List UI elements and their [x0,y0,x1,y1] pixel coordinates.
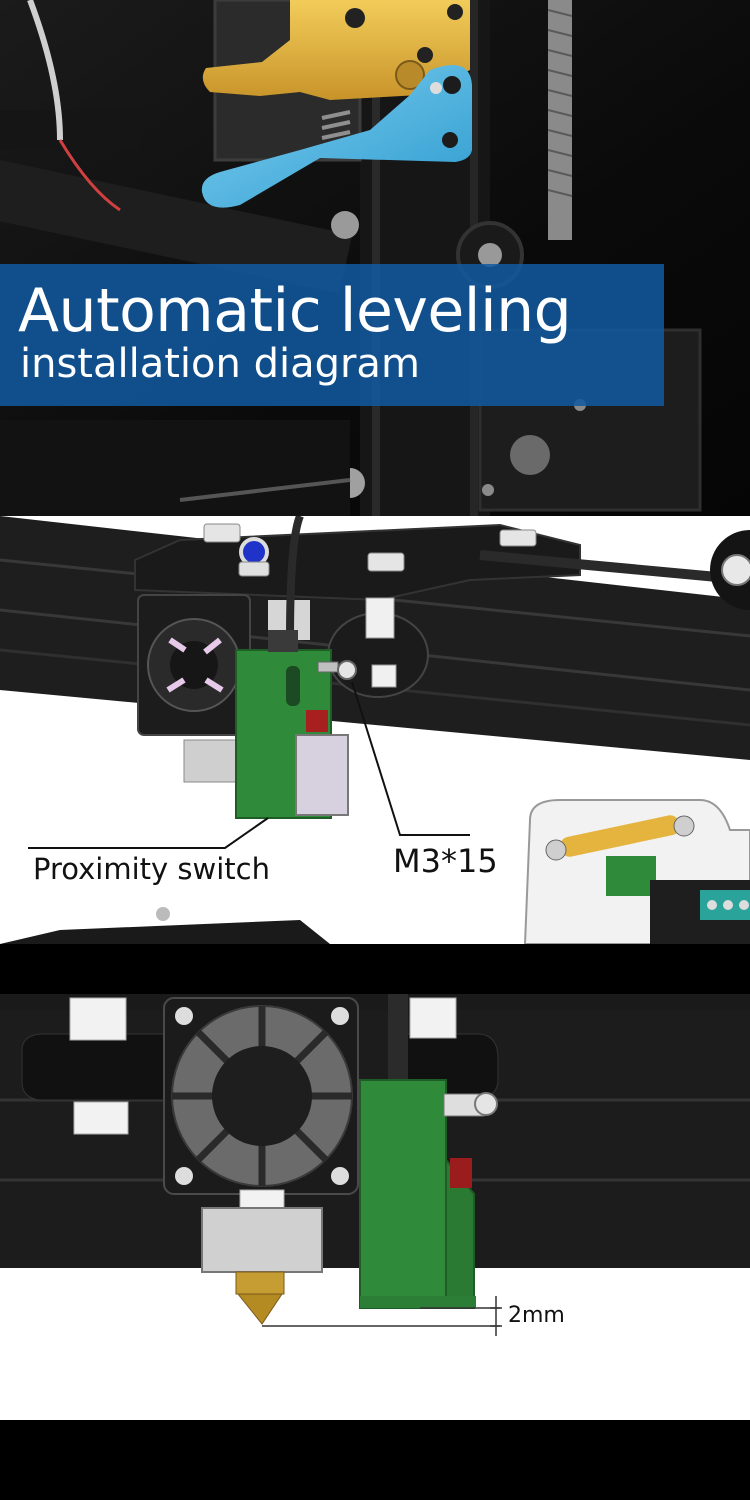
screw-leader [351,681,470,836]
title-banner [0,264,664,406]
proximity-switch-part [235,630,349,819]
proximity-switch-side-view [359,1079,498,1309]
clearance-diagram [0,994,750,1336]
m3-screw-part [317,660,357,680]
proximity-switch-label: Proximity switch [33,852,270,886]
mounting-diagram-panel: Proximity switch M3*15 [0,516,750,944]
mounting-diagram [0,516,750,944]
hero-photo-panel: Automatic leveling installation diagram [0,0,750,516]
screw-size-label: M3*15 [393,842,498,880]
separator-band [0,944,750,994]
footer-band [0,1420,750,1500]
printer-photo [0,0,750,516]
page-subtitle: installation diagram [20,341,420,387]
gap-distance-label: 2mm [508,1303,565,1328]
gap-dimension [262,1296,502,1336]
proximity-switch-leader [28,817,269,849]
page-title: Automatic leveling [18,276,572,346]
clearance-diagram-panel: 2mm [0,994,750,1420]
